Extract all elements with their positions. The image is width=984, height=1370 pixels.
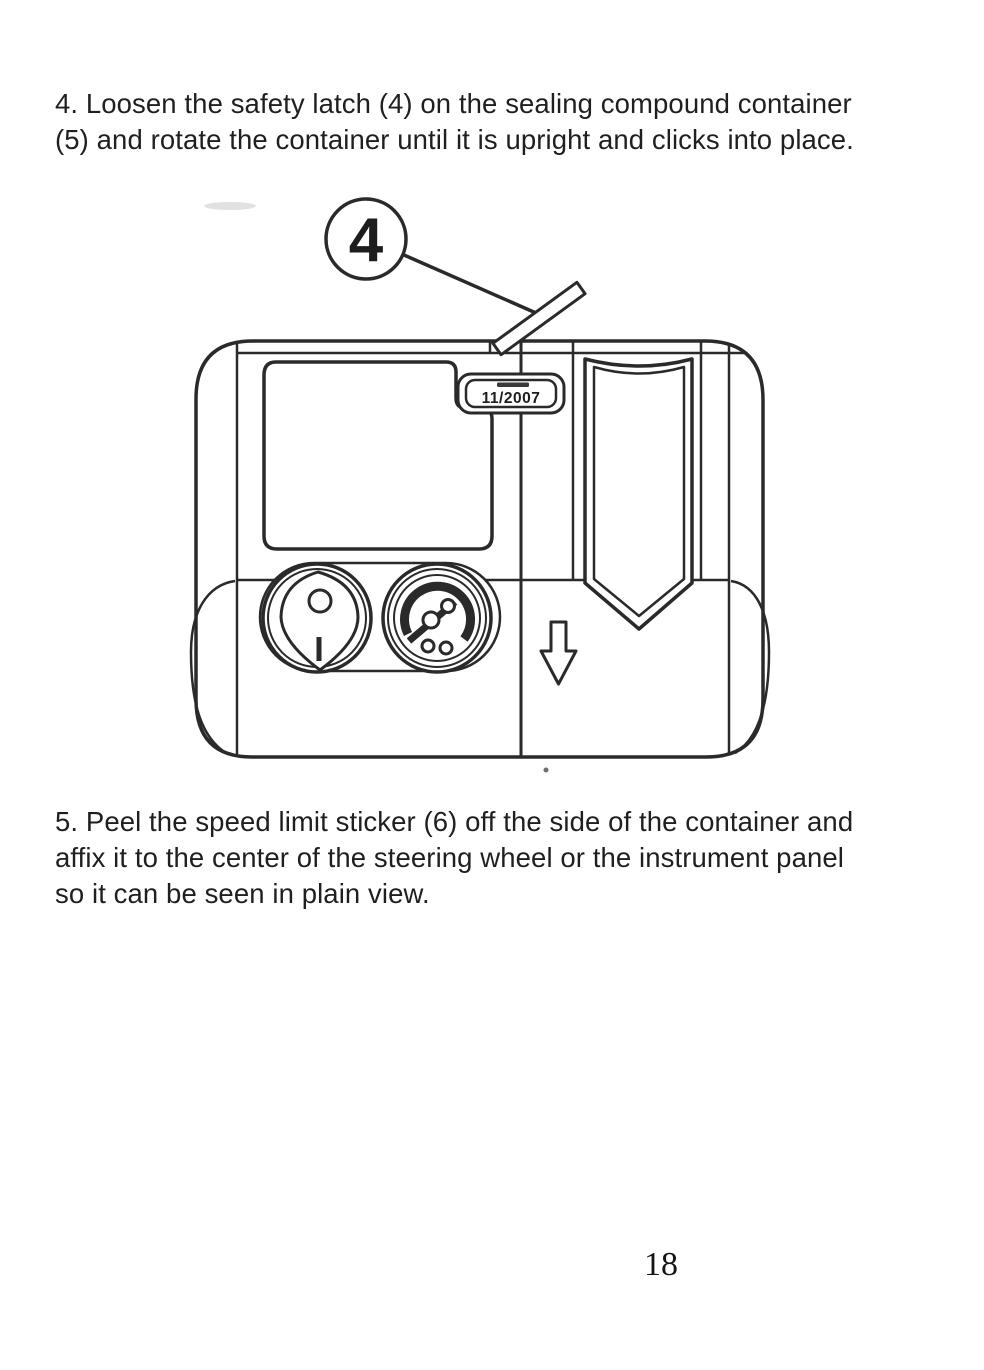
instruction-step-5: 5. Peel the speed limit sticker (6) off … <box>55 804 853 912</box>
left-bumper <box>189 579 236 755</box>
text-line: affix it to the center of the steering w… <box>55 842 844 873</box>
text-line: (5) and rotate the container until it is… <box>55 124 854 155</box>
container-pocket <box>571 342 703 631</box>
scan-dot <box>543 767 549 773</box>
power-knob <box>261 562 373 674</box>
safety-latch <box>491 280 587 357</box>
container-door-outer <box>583 357 694 631</box>
text-line: so it can be seen in plain view. <box>55 878 430 909</box>
callout-balloon: 4 <box>324 197 408 281</box>
scan-smudge <box>204 202 256 210</box>
date-stamp-text: 11/2007 <box>482 390 541 407</box>
micro-text-bar <box>497 382 529 387</box>
callout-label: 4 <box>349 206 384 275</box>
down-arrow-icon <box>539 620 578 686</box>
knob-indicator-dot <box>307 588 333 614</box>
device-diagram: 11/2007 <box>189 197 771 773</box>
text-line: 4. Loosen the safety latch (4) on the se… <box>55 88 852 119</box>
date-stamp-badge: 11/2007 <box>456 372 566 415</box>
leader-line <box>403 253 537 315</box>
instruction-step-4: 4. Loosen the safety latch (4) on the se… <box>55 86 854 158</box>
text-line: 5. Peel the speed limit sticker (6) off … <box>55 806 854 837</box>
display-panel <box>262 360 494 551</box>
page-number: 18 <box>644 1246 678 1283</box>
right-bumper <box>730 579 771 755</box>
container-door-inner <box>592 365 686 618</box>
pressure-gauge <box>381 562 493 674</box>
gauge-scale-arc <box>400 581 475 642</box>
